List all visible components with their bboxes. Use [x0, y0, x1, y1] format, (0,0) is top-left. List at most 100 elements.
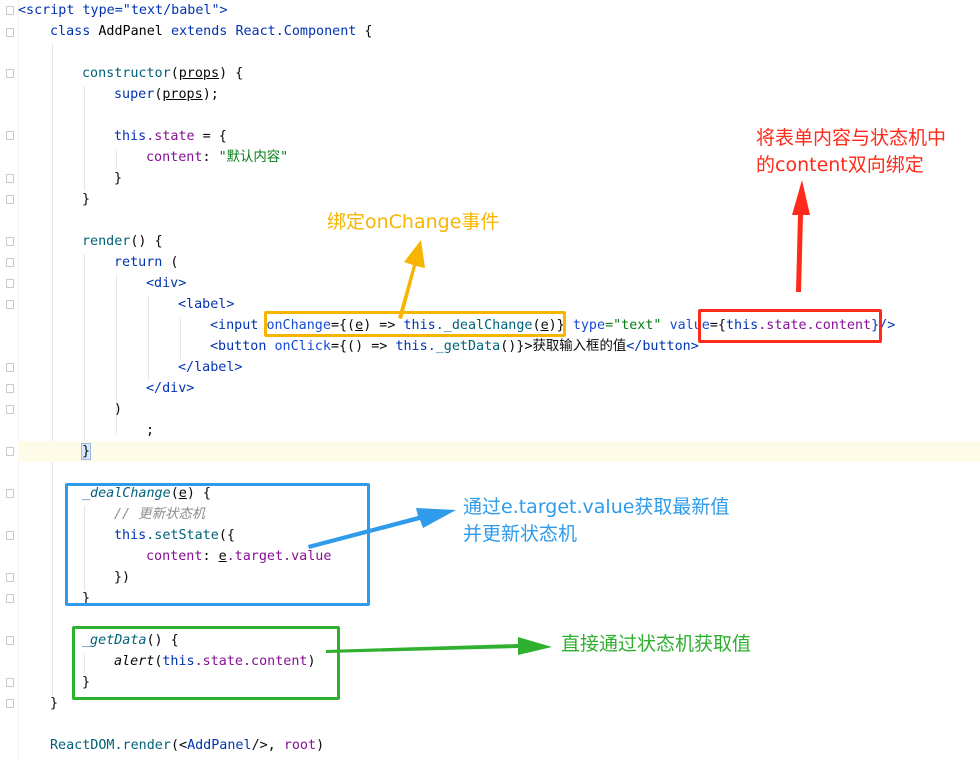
code-line-24[interactable]: _dealChange(e) { — [82, 483, 211, 504]
code-line-26[interactable]: this.setState({ — [114, 525, 235, 546]
property: .target.value — [226, 549, 332, 564]
punct: : — [202, 549, 219, 564]
keyword: this — [114, 129, 147, 144]
code-line-19[interactable]: </div> — [146, 378, 194, 399]
method-name: render — [82, 234, 131, 249]
fold-marker[interactable] — [6, 384, 14, 393]
fold-marker[interactable] — [6, 258, 14, 267]
red-arrow — [792, 180, 810, 292]
fold-marker[interactable] — [6, 195, 14, 204]
code-line-32[interactable]: alert(this.state.content) — [114, 651, 316, 672]
fold-marker[interactable] — [6, 594, 14, 603]
punct: () { — [146, 633, 179, 648]
value-binding-highlight-box — [698, 309, 882, 343]
fold-marker[interactable] — [6, 131, 14, 140]
fold-marker[interactable] — [6, 279, 14, 288]
code-line-18[interactable]: </label> — [178, 357, 243, 378]
class-name: AddPanel — [98, 24, 171, 39]
keyword: this — [114, 528, 147, 543]
fold-marker[interactable] — [6, 636, 14, 645]
fold-marker[interactable] — [6, 300, 14, 309]
blue-arrow — [308, 508, 456, 549]
fold-marker[interactable] — [6, 489, 14, 498]
code-line-4[interactable]: constructor(props) { — [82, 63, 243, 84]
param: props — [178, 66, 220, 81]
jsx-text: 获取输入框的值 — [532, 339, 627, 354]
code-line-9[interactable]: } — [114, 168, 122, 189]
indent-guide — [116, 275, 117, 435]
code-line-16[interactable]: <input onChange={(e) => this._dealChange… — [210, 315, 895, 336]
script-open-tag: <script type="text/babel"> — [18, 3, 228, 18]
param: props — [162, 87, 203, 102]
code-line-10[interactable]: } — [82, 189, 90, 210]
fold-marker[interactable] — [6, 699, 14, 708]
code-line-21[interactable]: ; — [146, 420, 154, 441]
punct: ( — [170, 486, 179, 501]
code-line-25[interactable]: // 更新状态机 — [114, 504, 205, 525]
jsx-tag: <div> — [146, 276, 187, 291]
punct: }) — [114, 570, 131, 585]
keyword: this — [726, 318, 759, 333]
indent-guide — [52, 44, 53, 696]
keyword: this — [162, 654, 195, 669]
code-line-12[interactable]: render() { — [82, 231, 163, 252]
param: e — [355, 318, 364, 333]
fold-marker[interactable] — [6, 69, 14, 78]
annotation-blue: 通过e.target.value获取最新值 并更新状态机 — [463, 496, 730, 545]
keyword: return — [114, 255, 163, 270]
fold-marker[interactable] — [6, 531, 14, 540]
string: "默认内容" — [218, 150, 289, 165]
param: e — [178, 486, 187, 501]
jsx-attr: type — [572, 318, 606, 333]
code-line-22[interactable]: } — [80, 441, 92, 462]
code-line-5[interactable]: super(props); — [114, 84, 219, 105]
keyword: this — [395, 339, 428, 354]
code-line-17[interactable]: <button onClick={() => this._getData()}>… — [210, 336, 699, 357]
punct: ={( — [330, 318, 356, 333]
fold-marker[interactable] — [6, 405, 14, 414]
fold-marker[interactable] — [6, 678, 14, 687]
property: content — [146, 150, 203, 165]
method-name: ._getData — [427, 339, 501, 354]
code-line-7[interactable]: this.state = { — [114, 126, 227, 147]
code-line-20[interactable]: ) — [114, 399, 122, 420]
code-line-28[interactable]: }) — [114, 567, 130, 588]
punct: () { — [130, 234, 163, 249]
jsx-tag: }/> — [871, 318, 896, 333]
code-line-15[interactable]: <label> — [178, 294, 234, 315]
punct: : — [202, 150, 219, 165]
code-line-1[interactable]: <script type="text/babel"> — [18, 0, 228, 21]
code-line-36[interactable]: ReactDOM.render(<AddPanel/>, root) — [50, 735, 324, 756]
code-line-2[interactable]: class AddPanel extends React.Component { — [50, 21, 373, 42]
code-line-13[interactable]: return ( — [114, 252, 179, 273]
code-line-8[interactable]: content: "默认内容" — [146, 147, 288, 168]
code-line-33[interactable]: } — [82, 672, 90, 693]
fold-marker[interactable] — [6, 573, 14, 582]
jsx-tag: </label> — [178, 360, 243, 375]
method-name: .setState — [146, 528, 219, 543]
punct: } — [114, 171, 123, 186]
punct: ) — [307, 654, 316, 669]
fold-marker[interactable] — [6, 363, 14, 372]
code-line-29[interactable]: } — [82, 588, 90, 609]
punct: ) => — [363, 318, 404, 333]
fold-marker[interactable] — [6, 6, 14, 15]
fold-marker[interactable] — [6, 174, 14, 183]
code-line-27[interactable]: content: e.target.value — [146, 546, 331, 567]
method-name: _dealChange — [82, 486, 171, 501]
fold-marker[interactable] — [6, 447, 14, 456]
punct: ( — [170, 66, 179, 81]
base-class: React.Component — [235, 24, 357, 39]
punct: } — [82, 675, 91, 690]
annotation-red: 将表单内容与状态机中 的content双向绑定 — [756, 127, 947, 176]
code-line-31[interactable]: _getData() { — [82, 630, 179, 651]
code-line-14[interactable]: <div> — [146, 273, 186, 294]
code-line-34[interactable]: } — [50, 693, 58, 714]
punct: ; — [146, 423, 155, 438]
fold-marker[interactable] — [6, 28, 14, 37]
method-name: constructor — [82, 66, 171, 81]
variable: root — [283, 738, 317, 753]
fold-marker[interactable] — [6, 237, 14, 246]
indent-guide — [84, 86, 85, 190]
jsx-attr: onClick — [274, 339, 331, 354]
